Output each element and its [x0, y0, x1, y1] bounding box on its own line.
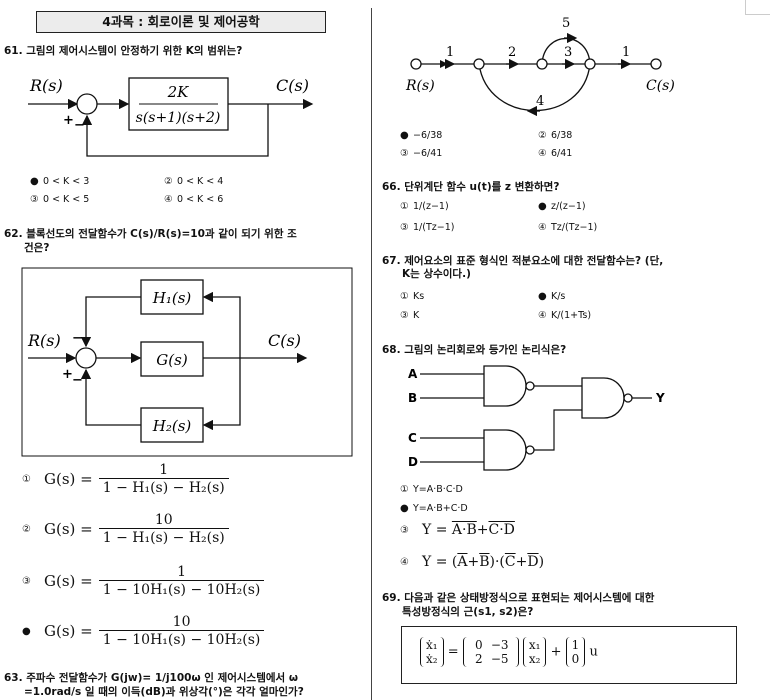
q69-question-line1: 69. 다음과 같은 상태방정식으로 표현되는 제어시스템에 대한 — [382, 592, 655, 604]
q61-plus-sign: + — [63, 113, 74, 128]
q64-signal-flow-graph: 1 2 3 5 1 4 R(s) C(s) — [405, 16, 675, 117]
q61-tf-denominator: s(s+1)(s+2) — [136, 110, 221, 126]
q68-input-b: B — [408, 391, 417, 405]
q68-input-d: D — [408, 455, 418, 469]
q64-option-3[interactable]: ③−6/41 — [400, 148, 443, 159]
q62-plus-sign: + — [62, 367, 73, 382]
q64-option-1[interactable]: ●−6/38 — [400, 130, 443, 141]
q62-block-h2-label: H₂(s) — [152, 417, 192, 435]
left-column: 4과목 : 회로이론 및 제어공학 61. 그림의 제어시스템이 안정하기 위한… — [0, 0, 368, 700]
q68-nand-gate-2 — [483, 429, 527, 471]
q64-gain-4: 4 — [536, 94, 544, 109]
column-divider — [371, 8, 372, 700]
q64-node-4 — [584, 58, 596, 70]
q61-option-1[interactable]: ●0 < K < 3 — [30, 176, 90, 187]
q64-gain-5: 5 — [562, 16, 570, 31]
q64-gain-6: 1 — [622, 45, 630, 60]
q62-block-g — [140, 341, 204, 377]
q68-option-2[interactable]: ●Y=A·B+C·D — [400, 503, 468, 514]
q64-node-c — [650, 58, 662, 70]
q68-input-c: C — [408, 431, 417, 445]
q61-block-diagram: R(s) C(s) 2K s(s+1)(s+2) + − — [28, 76, 314, 157]
q67-question-line1: 67. 제어요소의 표준 형식인 적분요소에 대한 전달함수는? (단, — [382, 255, 664, 267]
q62-input-label: R(s) — [27, 331, 61, 350]
page-corner — [745, 0, 770, 15]
q62-question-line2: 건은? — [24, 242, 50, 254]
q69-question-line2: 특성방정식의 근(s1, s2)은? — [402, 606, 534, 618]
q68-logic-circuit: A B C D Y — [408, 365, 665, 471]
q62-block-diagram: R(s) C(s) G(s) H₁(s) H₂(s) + − − — [21, 267, 353, 457]
q62-block-g-label: G(s) — [156, 351, 188, 369]
q67-option-2[interactable]: ●K/s — [538, 291, 566, 302]
q62-minus-sign-top: − — [72, 331, 83, 346]
q62-minus-sign-bottom: − — [72, 373, 83, 388]
q61-question: 61. 그림의 제어시스템이 안정하기 위한 K의 범위는? — [4, 45, 243, 57]
q66-option-2[interactable]: ●z/(z−1) — [538, 201, 586, 212]
q63-question-line2: =1.0rad/s 일 때의 이득(dB)과 위상각(°)은 각각 얼마인가? — [24, 686, 304, 698]
q61-summing-junction — [76, 93, 98, 115]
q68-nand-gate-3 — [581, 377, 625, 419]
q64-node-3 — [536, 58, 548, 70]
q67-question-line2: K는 상수이다.) — [402, 268, 471, 280]
q64-gain-2: 2 — [508, 45, 516, 60]
q63-question-line1: 63. 주파수 전달함수가 G(jw)= 1/j100ω 인 제어시스템에서 ω — [4, 672, 298, 684]
subject-title: 4과목 : 회로이론 및 제어공학 — [36, 11, 326, 33]
q61-output-label: C(s) — [276, 76, 309, 95]
q68-nand-gate-1 — [483, 365, 527, 407]
q62-block-h1 — [140, 279, 204, 315]
q62-question-line1: 62. 블록선도의 전달함수가 C(s)/R(s)=10과 같이 되기 위한 조 — [4, 228, 297, 240]
q68-output-y: Y — [655, 391, 665, 405]
q61-tf-numerator: 2K — [167, 83, 190, 101]
q64-input-label: R(s) — [405, 78, 435, 94]
q62-block-h1-label: H₁(s) — [152, 289, 192, 307]
q64-output-label: C(s) — [646, 78, 675, 94]
q62-summing-junction — [75, 347, 97, 369]
q68-input-a: A — [408, 367, 418, 381]
q64-gain-3: 3 — [564, 45, 572, 60]
q64-node-2 — [473, 58, 485, 70]
q64-gain-1: 1 — [446, 45, 454, 60]
q64-node-r — [410, 58, 422, 70]
q62-frame — [21, 267, 353, 457]
q66-question: 66. 단위계단 함수 u(t)를 z 변환하면? — [382, 181, 560, 193]
q61-minus-sign: − — [74, 118, 85, 133]
q62-block-h2 — [140, 407, 204, 443]
q61-input-label: R(s) — [29, 76, 63, 95]
q62-output-label: C(s) — [268, 331, 301, 350]
q68-question: 68. 그림의 논리회로와 등가인 논리식은? — [382, 344, 567, 356]
